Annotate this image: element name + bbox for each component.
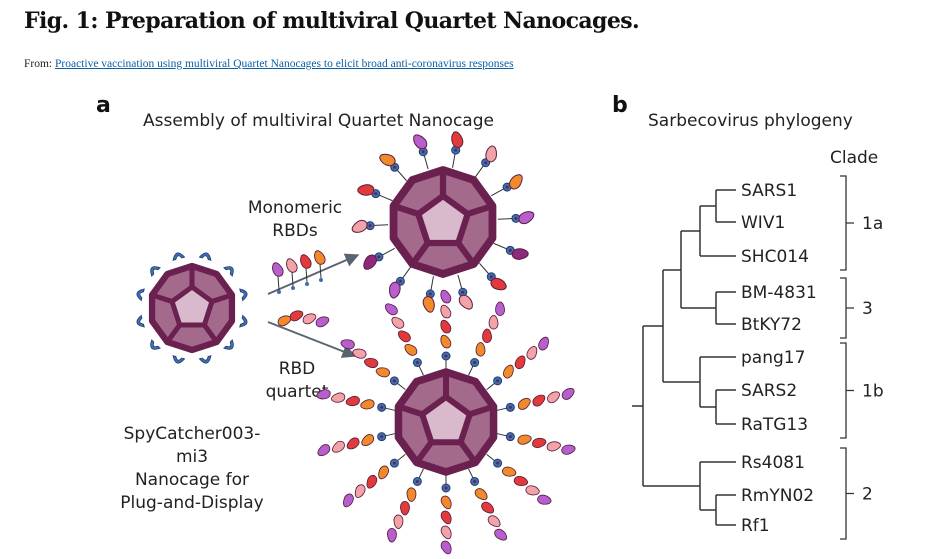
leaf-sars2: SARS2: [741, 381, 797, 401]
clade-bracket-1a: [840, 175, 854, 271]
monomeric-rbds-label: Monomeric RBDs: [248, 198, 342, 241]
leaf-sars1: SARS1: [741, 181, 797, 201]
clade-label-1b: 1b: [862, 382, 884, 402]
arrow-to-monomeric: [267, 253, 360, 295]
leaf-rs4081: Rs4081: [741, 453, 805, 473]
clade-bracket-3: [840, 277, 854, 339]
tree-branches: [632, 189, 736, 526]
source-prefix: From:: [24, 58, 55, 70]
quartet-nanocage: [316, 289, 576, 555]
leaf-rmyn02: RmYN02: [741, 486, 814, 506]
clade-brackets: 1a 3 1b 2: [840, 175, 884, 540]
leaf-ratg13: RaTG13: [741, 415, 808, 435]
panel-b-letter: b: [612, 93, 628, 118]
clade-bracket-1b: [840, 342, 854, 439]
clade-label-1a: 1a: [862, 214, 883, 234]
leaf-btky72: BtKY72: [741, 315, 802, 335]
mi3-label: mi3: [176, 447, 208, 467]
leaf-bm-4831: BM-4831: [741, 283, 817, 303]
leaf-wiv1: WIV1: [741, 213, 785, 233]
spycatcher-nanocage: [136, 252, 248, 364]
clade-label-2: 2: [862, 485, 873, 505]
nanocage-for-label: Nanocage for: [135, 470, 249, 490]
leaf-shc014: SHC014: [741, 247, 809, 267]
panel-a-title: Assembly of multiviral Quartet Nanocage: [143, 111, 494, 131]
arrow-top-label-line1: Monomeric: [248, 198, 342, 218]
arrow-top-label-line2: RBDs: [272, 221, 318, 241]
source-article-link[interactable]: Proactive vaccination using multiviral Q…: [55, 58, 514, 70]
free-monomeric-rbds: [272, 250, 326, 294]
clade-bracket-2: [840, 447, 854, 540]
free-rbd-quartet: [277, 310, 330, 328]
arrow-bottom-label-line2: quartet: [266, 382, 329, 402]
arrow-bottom-label-line1: RBD: [279, 359, 316, 379]
panel-b-title: Sarbecovirus phylogeny: [648, 111, 853, 131]
figure-title: Fig. 1: Preparation of multiviral Quarte…: [24, 8, 640, 34]
clade-header: Clade: [830, 148, 878, 168]
leaf-pang17: pang17: [741, 348, 805, 368]
monomeric-rbd-nanocage: [351, 131, 535, 313]
nanocage-label: SpyCatcher003- mi3 Nanocage for Plug-and…: [120, 424, 263, 513]
rbd-quartet-label: RBD quartet: [266, 359, 329, 402]
phylogenetic-tree: [632, 189, 736, 526]
leaf-rf1: Rf1: [741, 516, 770, 536]
clade-label-3: 3: [862, 299, 873, 319]
arrow-to-quartet: [267, 321, 357, 358]
plug-and-display-label: Plug-and-Display: [120, 493, 263, 513]
source-line: From: Proactive vaccination using multiv…: [24, 58, 514, 70]
panel-a-letter: a: [96, 93, 111, 118]
spycatcher-label: SpyCatcher003-: [124, 424, 261, 444]
